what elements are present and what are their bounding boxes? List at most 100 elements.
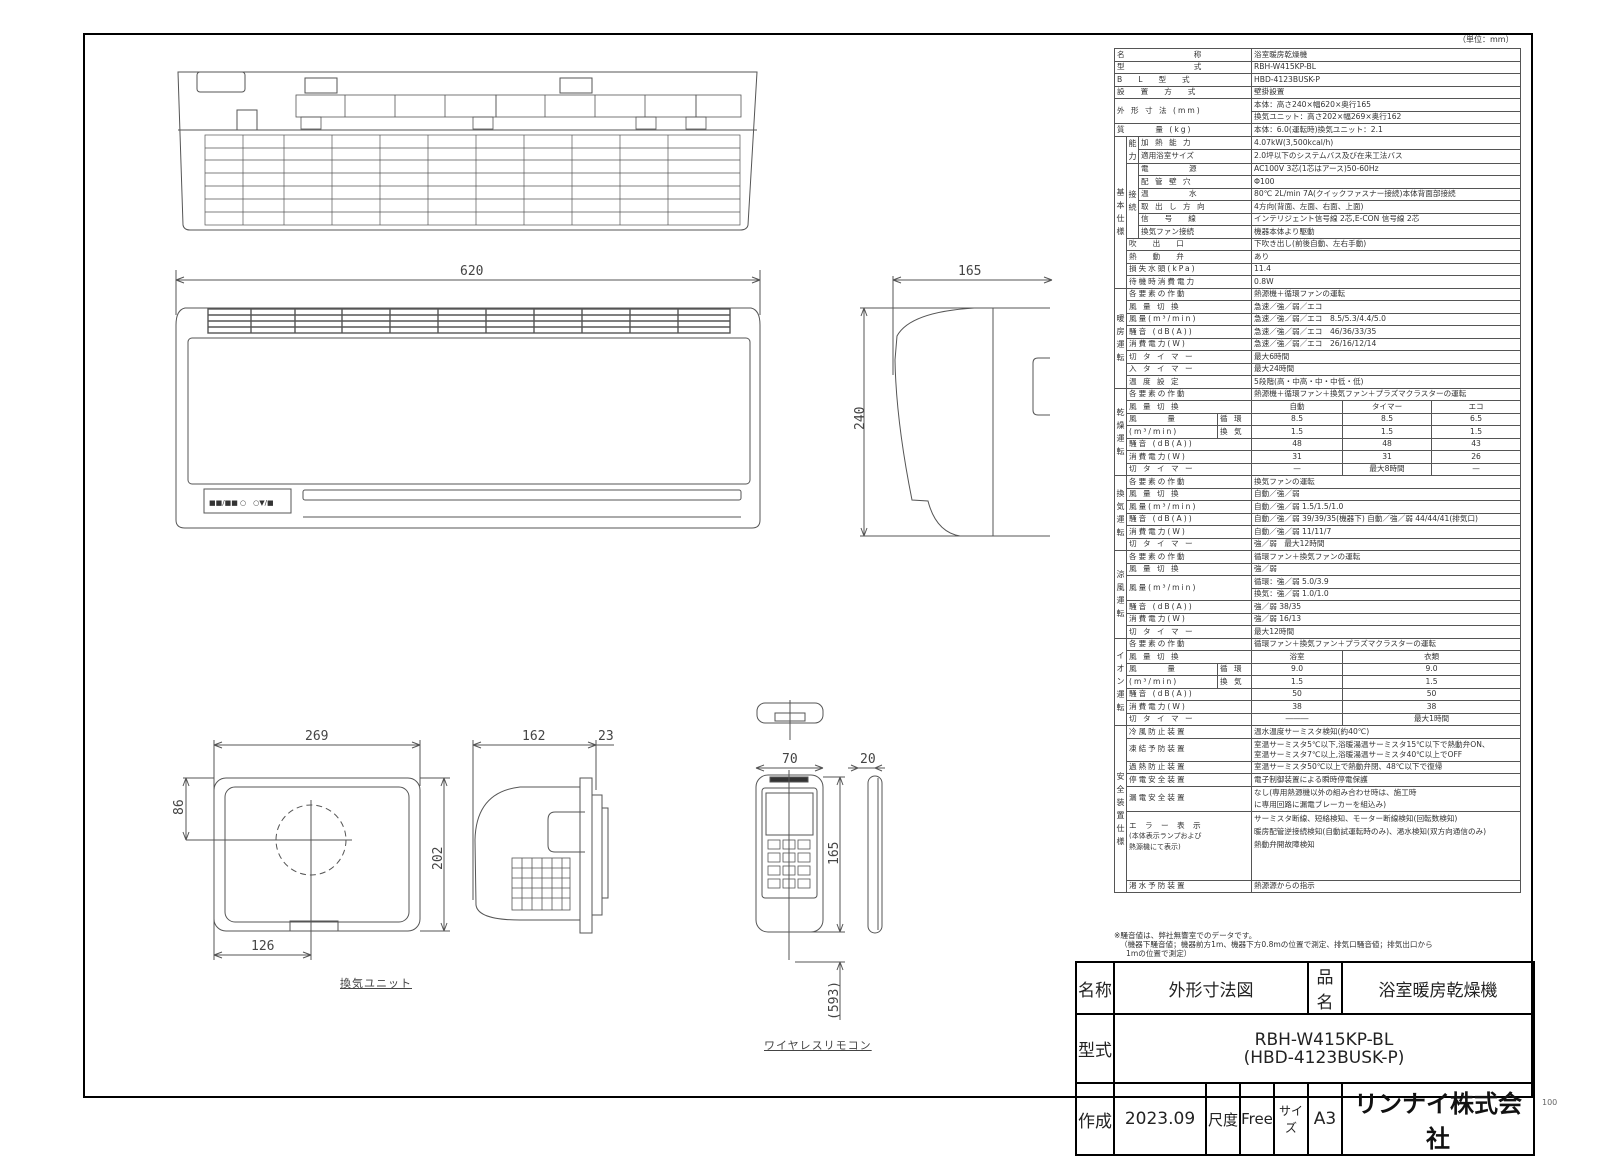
spec-row: 切 タ イ マ ー最大12時間	[1115, 625, 1522, 639]
spec-row: 涼風運転各要素の作動循環ファン＋換気ファンの運転	[1114, 550, 1522, 639]
spec-row: 切 タ イ マ ー―――最大1時間	[1115, 712, 1522, 726]
remote-caption: ワイヤレスリモコン	[764, 1039, 872, 1052]
spec-row: 風 量 切 換自動／強／弱	[1115, 487, 1522, 501]
drawing-frame	[83, 33, 1533, 1098]
spec-row: 風 量 切 換浴室衣類	[1115, 650, 1522, 664]
group-ion: イオン運転	[1114, 637, 1127, 726]
group-basic: 基本仕様	[1114, 135, 1127, 289]
unit-note: （単位：mm）	[1458, 35, 1514, 44]
svg-text:20: 20	[860, 752, 876, 767]
model-value: RBH-W415KP-BL (HBD-4123BUSK-P)	[1113, 1013, 1535, 1084]
spec-row: 質 量 (kg)本体：6.0(運転時)換気ユニット：2.1	[1113, 123, 1522, 137]
svg-text:269: 269	[305, 729, 328, 744]
svg-text:126: 126	[251, 939, 274, 954]
spec-row: エ ラ ー 表 示(本体表示ランプおよび 熱源機にて表示)サーミスタ断線、短絡検…	[1115, 810, 1522, 881]
group-ventilation: 換気運転	[1114, 475, 1127, 551]
spec-row: 信 号 線インテリジェント信号線 2芯,E-CON 信号線 2芯	[1115, 212, 1522, 226]
spec-row: 外 形 寸 法 (mm)本体：高さ240×幅620×奥行165	[1113, 98, 1522, 124]
spec-row: 設 置 方 式壁掛設置	[1113, 85, 1522, 99]
spec-row: 損失水頭(kPa)11.4	[1115, 262, 1522, 276]
spec-row: 入 タ イ マ ー最大24時間	[1115, 362, 1522, 376]
scale-value: Free	[1239, 1082, 1275, 1156]
spec-row: 名 称浴室暖房乾燥機	[1113, 48, 1522, 62]
spec-footnote: ※騒音値は、弊社無響室でのデータです。 （機器下騒音値；機器前方1m、機器下方0…	[1114, 931, 1433, 958]
created-date: 2023.09	[1113, 1082, 1207, 1156]
svg-text:86: 86	[172, 799, 187, 815]
spec-row: 乾燥運転各要素の作動熱源機＋循環ファン＋換気ファン＋プラズマクラスターの運転	[1114, 387, 1522, 476]
vent-unit-side-drawing: 162 23	[472, 729, 614, 934]
group-heating: 暖房運転	[1114, 287, 1127, 389]
model-label: 型式	[1075, 1013, 1115, 1084]
group-drying: 乾燥運転	[1114, 387, 1127, 476]
top-view-drawing	[177, 71, 758, 231]
spec-row: 風量(m³/min)急速／強／弱／エコ 8.5/5.3/4.4/5.0	[1115, 312, 1522, 326]
svg-text:165: 165	[958, 264, 981, 279]
title-block: 名称 外形寸法図 品名 浴室暖房乾燥機 型式 RBH-W415KP-BL (HB…	[1075, 961, 1535, 1156]
spec-row: 安全装置仕様冷風防止装置温水温度サーミスタ検知(約40℃)	[1114, 725, 1522, 893]
remote-drawing: 70 165 (593) 20	[755, 700, 885, 1020]
spec-row: 風量(m³/min)循環：強／弱 5.0/3.9	[1115, 575, 1522, 601]
size-label: サイズ	[1273, 1082, 1309, 1156]
company-logo: リンナイ株式会社	[1341, 1082, 1535, 1156]
svg-text:620: 620	[460, 264, 483, 279]
spec-row: 切 タ イ マ ー—最大8時間—	[1115, 462, 1522, 476]
spec-row: 騒音 (dB(A))急速／強／弱／エコ 46/36/33/35	[1115, 325, 1522, 339]
size-value: A3	[1307, 1082, 1343, 1156]
svg-text:240: 240	[853, 407, 868, 430]
spec-row: 停電安全装置電子制御装置による瞬時停電保護	[1115, 773, 1522, 787]
spec-row: 吹 出 口下吹き出し(前後自動、左右手動)	[1115, 237, 1522, 251]
spec-row: 漏電安全装置なし(専用熱源機以外の組み合わせ時は、施工時 に専用回路に漏電ブレー…	[1115, 785, 1522, 812]
side-view-drawing: 165 240	[853, 264, 1053, 537]
spec-row: 消費電力(W)自動／強／弱 11/11/7	[1115, 525, 1522, 539]
svg-text:70: 70	[782, 752, 798, 767]
svg-text:23: 23	[598, 729, 614, 744]
spec-row: 熱 動 弁あり	[1115, 250, 1522, 264]
svg-text:(593): (593)	[827, 981, 842, 1020]
spec-row: 消費電力(W)強／弱 16/13	[1115, 612, 1522, 626]
svg-text:162: 162	[522, 729, 545, 744]
spec-row: 騒音 (dB(A))自動／強／弱 39/39/35(機器下) 自動／強／弱 44…	[1115, 512, 1522, 526]
svg-text:165: 165	[827, 842, 842, 865]
page-number: 100	[1542, 1098, 1558, 1107]
spec-row: 風 量 切 換強／弱	[1115, 562, 1522, 576]
spec-row: 凍結予防装置室温サーミスタ5℃以下,浴暖湯温サーミスタ15℃以下で熱動弁ON、 …	[1115, 737, 1522, 762]
spec-row: 切 タ イ マ ー強／弱 最大12時間	[1115, 537, 1522, 551]
vent-unit-front-drawing: 269 86 202 126	[172, 729, 450, 960]
vent-unit-caption: 換気ユニット	[340, 977, 412, 990]
spec-row: 暖房運転各要素の作動熱源機＋循環ファンの運転	[1114, 287, 1522, 389]
group-safety: 安全装置仕様	[1114, 725, 1127, 893]
drawing-name: 外形寸法図	[1113, 961, 1309, 1015]
product-label: 品名	[1307, 961, 1343, 1015]
spec-row: 渇水予防装置熱源源からの指示	[1115, 879, 1522, 893]
spec-row: 換気ファン接続機器本体より駆動	[1115, 225, 1522, 239]
created-label: 作成	[1075, 1082, 1115, 1156]
spec-row: 切 タ イ マ ー最大6時間	[1115, 350, 1522, 364]
svg-text:202: 202	[431, 847, 446, 870]
spec-row: 騒音 (dB(A))強／弱 38/35	[1115, 600, 1522, 614]
spec-row: 消費電力(W)急速／強／弱／エコ 26/16/12/14	[1115, 337, 1522, 351]
scale-label: 尺度	[1205, 1082, 1241, 1156]
spec-row: 過熱防止装置室温サーミスタ50℃以上で熱動弁閉、48℃以下で復帰	[1115, 760, 1522, 774]
spec-row: 風 量 切 換急速／強／弱／エコ	[1115, 300, 1522, 314]
spec-row: イオン運転各要素の作動循環ファン＋換気ファン＋プラズマクラスターの運転	[1114, 637, 1522, 726]
name-label: 名称	[1075, 961, 1115, 1015]
product-name: 浴室暖房乾燥機	[1341, 961, 1535, 1015]
spec-row: 換気運転各要素の作動換気ファンの運転	[1114, 475, 1522, 551]
